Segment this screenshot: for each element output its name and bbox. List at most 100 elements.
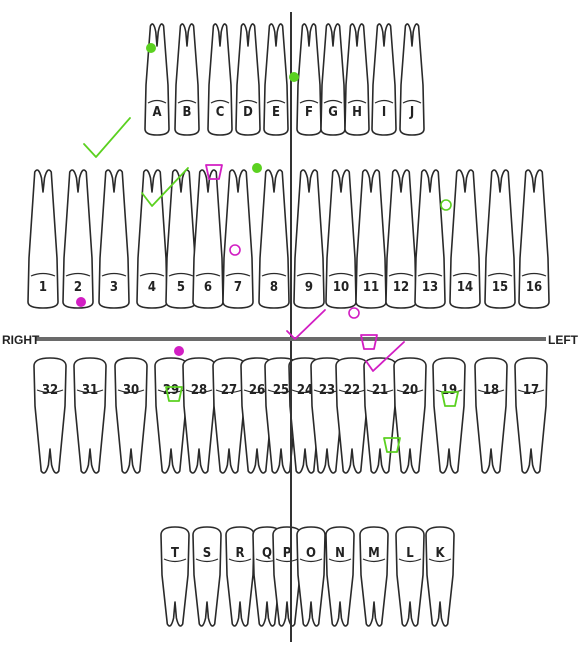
tooth-outline [258,169,290,309]
tooth-E[interactable]: E [263,23,289,136]
tooth-label: K [435,546,445,561]
tooth-16[interactable]: 16 [518,169,550,309]
crown-line [299,558,323,563]
tooth-label: 8 [270,280,278,295]
tooth-4[interactable]: 4 [136,169,168,309]
tooth-2[interactable]: 2 [62,169,94,309]
tooth-C[interactable]: C [207,23,233,136]
tooth-P[interactable]: P [272,526,302,627]
crown-line [452,272,478,277]
tooth-8[interactable]: 8 [258,169,290,309]
tooth-3[interactable]: 3 [98,169,130,309]
tooth-label: 7 [234,280,242,295]
tooth-label: F [305,105,313,120]
tooth-B[interactable]: B [174,23,200,136]
tooth-17[interactable]: 17 [514,357,548,474]
open-circle-magenta-tooth-10 [348,307,360,319]
tooth-21[interactable]: 21 [363,357,397,474]
tooth-1[interactable]: 1 [27,169,59,309]
tooth-7[interactable]: 7 [222,169,254,309]
crown-line [477,389,505,394]
tooth-13[interactable]: 13 [414,169,446,309]
tooth-27[interactable]: 27 [212,357,246,474]
tooth-D[interactable]: D [235,23,261,136]
tooth-I[interactable]: I [371,23,397,136]
tooth-K[interactable]: K [425,526,455,627]
tooth-label: 19 [441,383,457,398]
crown-line [228,558,252,563]
tooth-L[interactable]: L [395,526,425,627]
crown-line [487,272,513,277]
tooth-6[interactable]: 6 [192,169,224,309]
tooth-outline [344,23,370,136]
tooth-23[interactable]: 23 [310,357,344,474]
tooth-O[interactable]: O [296,526,326,627]
tooth-14[interactable]: 14 [449,169,481,309]
tooth-12[interactable]: 12 [385,169,417,309]
crown-line [195,558,219,563]
crown-line [168,272,194,277]
tooth-31[interactable]: 31 [73,357,107,474]
right-label: RIGHT [2,333,40,347]
checkmark-magenta-tooth-21 [365,341,405,372]
tooth-5[interactable]: 5 [165,169,197,309]
tooth-15[interactable]: 15 [484,169,516,309]
tooth-label: L [406,546,414,561]
tooth-outline [62,169,94,309]
tooth-label: 28 [191,383,207,398]
tooth-28[interactable]: 28 [182,357,216,474]
tooth-M[interactable]: M [359,526,389,627]
crown-line [323,99,343,104]
tooth-outline [33,357,67,474]
tooth-F[interactable]: F [296,23,322,136]
tooth-19[interactable]: 19 [432,357,466,474]
tooth-label: 15 [492,280,508,295]
tooth-10[interactable]: 10 [325,169,357,309]
tooth-label: 1 [39,280,47,295]
tooth-T[interactable]: T [160,526,190,627]
tooth-label: N [335,546,345,561]
tooth-label: 26 [249,383,265,398]
crown-line [76,389,104,394]
tooth-29[interactable]: 29 [154,357,188,474]
tooth-A[interactable]: A [144,23,170,136]
left-label: LEFT [548,333,578,347]
tooth-outline [393,357,427,474]
crown-line [517,389,545,394]
tooth-9[interactable]: 9 [293,169,325,309]
crown-line [388,272,414,277]
checkmark-green-tooth-1 [83,117,131,158]
tooth-label: R [235,546,244,561]
tooth-20[interactable]: 20 [393,357,427,474]
tooth-outline [425,526,455,627]
tooth-N[interactable]: N [325,526,355,627]
tooth-outline [235,23,261,136]
tooth-outline [325,169,357,309]
tooth-outline [385,169,417,309]
crown-line [328,558,352,563]
tooth-label: I [382,105,386,120]
crown-line [147,99,167,104]
tooth-label: A [152,105,161,120]
tooth-outline [296,526,326,627]
tooth-J[interactable]: J [399,23,425,136]
tooth-H[interactable]: H [344,23,370,136]
crown-line [374,99,394,104]
tooth-outline [263,23,289,136]
tooth-outline [355,169,387,309]
tooth-S[interactable]: S [192,526,222,627]
tooth-outline [207,23,233,136]
tooth-22[interactable]: 22 [335,357,369,474]
tooth-R[interactable]: R [225,526,255,627]
tooth-18[interactable]: 18 [474,357,508,474]
tooth-11[interactable]: 11 [355,169,387,309]
tooth-G[interactable]: G [320,23,346,136]
tooth-outline [293,169,325,309]
tooth-outline [272,526,302,627]
crown-line [417,272,443,277]
tooth-32[interactable]: 32 [33,357,67,474]
tooth-30[interactable]: 30 [114,357,148,474]
tooth-label: E [272,105,280,120]
